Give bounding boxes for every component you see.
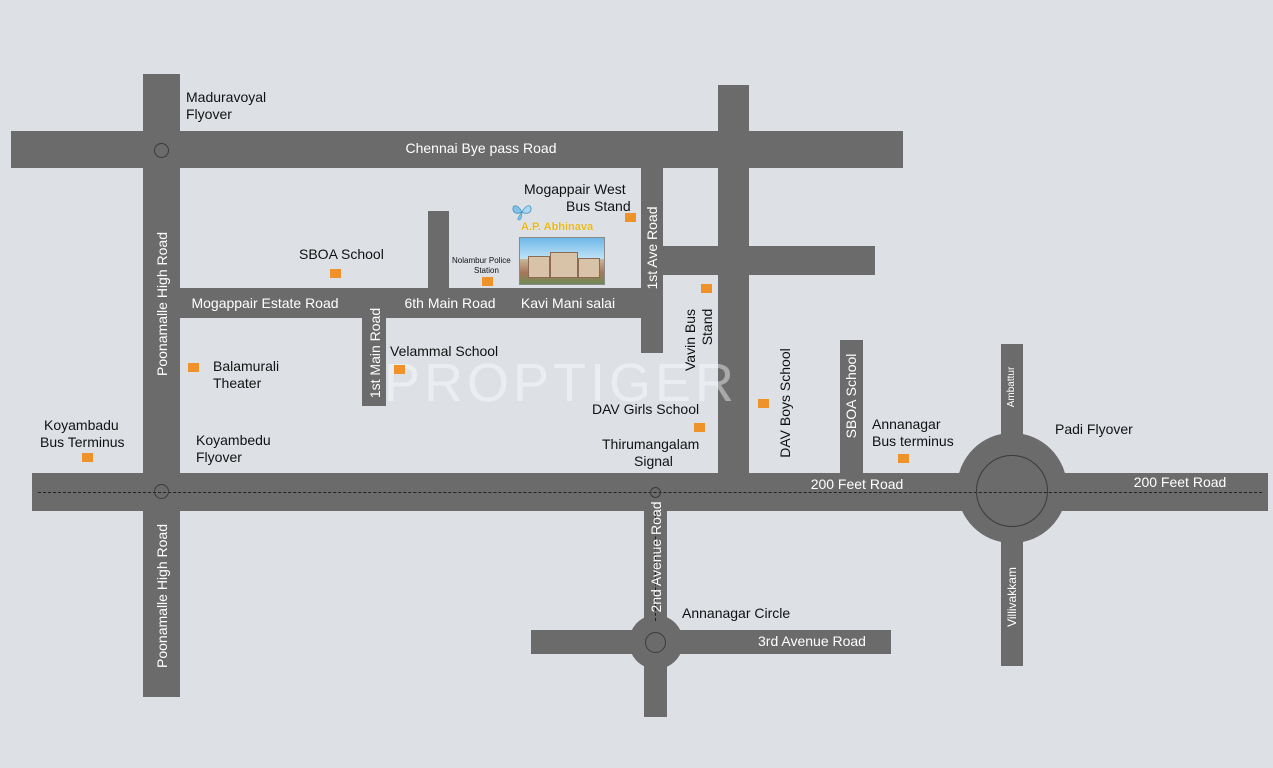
road-second-avenue-centerline bbox=[655, 511, 656, 621]
label-dav-boys: DAV Boys School bbox=[777, 348, 793, 458]
label-koyambedu-1: Koyambedu bbox=[196, 432, 271, 448]
road-villivakkam bbox=[1001, 540, 1023, 666]
project-building-image bbox=[519, 237, 605, 285]
watermark: PROPTIGER bbox=[384, 353, 739, 413]
label-balamurali-1: Balamurali bbox=[213, 358, 280, 374]
label-vavin-2: Stand bbox=[699, 308, 715, 346]
label-annanagar-bus-2: Bus terminus bbox=[872, 433, 954, 449]
label-200-feet-right: 200 Feet Road bbox=[1133, 474, 1227, 490]
marker-vavin-bus-stand bbox=[701, 284, 712, 293]
label-ambattur: Ambattur bbox=[1006, 366, 1017, 408]
marker-mogappair-bus-stand bbox=[625, 213, 636, 222]
padi-roundabout-ring bbox=[976, 455, 1048, 527]
road-sboa-school bbox=[840, 340, 863, 480]
label-poonamallee-lower: Poonamalle High Road bbox=[154, 524, 170, 668]
label-thirumangalam-2: Signal bbox=[634, 453, 673, 469]
road-sixth-main-spur bbox=[428, 211, 449, 301]
label-thirumangalam-1: Thirumangalam bbox=[602, 436, 700, 452]
road-right-horizontal bbox=[663, 246, 875, 275]
marker-velammal-school bbox=[394, 365, 405, 374]
label-chennai-bypass: Chennai Bye pass Road bbox=[405, 140, 557, 156]
label-poonamallee-upper: Poonamalle High Road bbox=[154, 232, 170, 376]
label-koyambadu-1: Koyambadu bbox=[44, 417, 119, 433]
road-mogappair-estate bbox=[143, 288, 655, 318]
road-third-avenue bbox=[531, 630, 891, 654]
road-first-main bbox=[362, 300, 386, 406]
label-padi-flyover: Padi Flyover bbox=[1055, 421, 1133, 437]
label-kavi-mani: Kavi Mani salai bbox=[520, 295, 616, 311]
marker-annanagar-bus-terminus bbox=[898, 454, 909, 463]
label-annanagar-circle: Annanagar Circle bbox=[682, 605, 791, 621]
label-first-main: 1st Main Road bbox=[367, 307, 383, 399]
marker-nolambur-police bbox=[482, 277, 493, 286]
label-sboa-school: SBOA School bbox=[299, 246, 384, 262]
label-balamurali-2: Theater bbox=[213, 375, 262, 391]
road-right-vertical bbox=[718, 85, 749, 475]
label-first-ave: 1st Ave Road bbox=[644, 206, 660, 290]
label-dav-girls: DAV Girls School bbox=[592, 401, 700, 417]
label-mogappair-estate: Mogappair Estate Road bbox=[191, 295, 339, 311]
label-second-avenue: 2nd Avenue Road bbox=[648, 501, 664, 613]
label-mogappair-bus-1: Mogappair West bbox=[524, 181, 626, 197]
thirumangalam-junction-marker bbox=[650, 487, 661, 498]
label-koyambadu-2: Bus Terminus bbox=[40, 434, 125, 450]
label-sixth-main: 6th Main Road bbox=[404, 295, 496, 311]
maduravoyal-junction-marker bbox=[154, 143, 169, 158]
label-villivakkam: Villivakkam bbox=[1005, 567, 1019, 627]
label-maduravoyal-1: Maduravoyal bbox=[186, 89, 267, 105]
butterfly-icon bbox=[512, 205, 532, 221]
marker-koyambadu-bus-terminus bbox=[82, 453, 93, 462]
project-name: A.P. Abhinava bbox=[521, 221, 594, 233]
label-nolambur-1: Nolambur Police bbox=[452, 256, 511, 265]
marker-sboa-school bbox=[330, 269, 341, 278]
label-koyambedu-2: Flyover bbox=[196, 449, 242, 465]
label-sboa-school-road: SBOA School bbox=[843, 353, 859, 439]
label-200-feet-mid: 200 Feet Road bbox=[810, 476, 904, 492]
koyambedu-junction-marker bbox=[154, 484, 169, 499]
label-maduravoyal-2: Flyover bbox=[186, 106, 232, 122]
road-first-ave bbox=[641, 168, 663, 353]
label-velammal: Velammal School bbox=[390, 343, 499, 359]
label-annanagar-bus-1: Annanagar bbox=[872, 416, 941, 432]
marker-dav-boys-school bbox=[758, 399, 769, 408]
label-nolambur-2: Station bbox=[474, 266, 499, 275]
label-mogappair-bus-2: Bus Stand bbox=[566, 198, 631, 214]
marker-balamurali-theater bbox=[188, 363, 199, 372]
label-vavin-1: Vavin Bus bbox=[682, 309, 698, 371]
annanagar-roundabout-ring bbox=[645, 632, 666, 653]
label-third-avenue: 3rd Avenue Road bbox=[758, 633, 866, 649]
road-poonamallee-high-lower bbox=[143, 490, 180, 697]
road-ambattur bbox=[1001, 344, 1023, 444]
marker-dav-girls-school bbox=[694, 423, 705, 432]
